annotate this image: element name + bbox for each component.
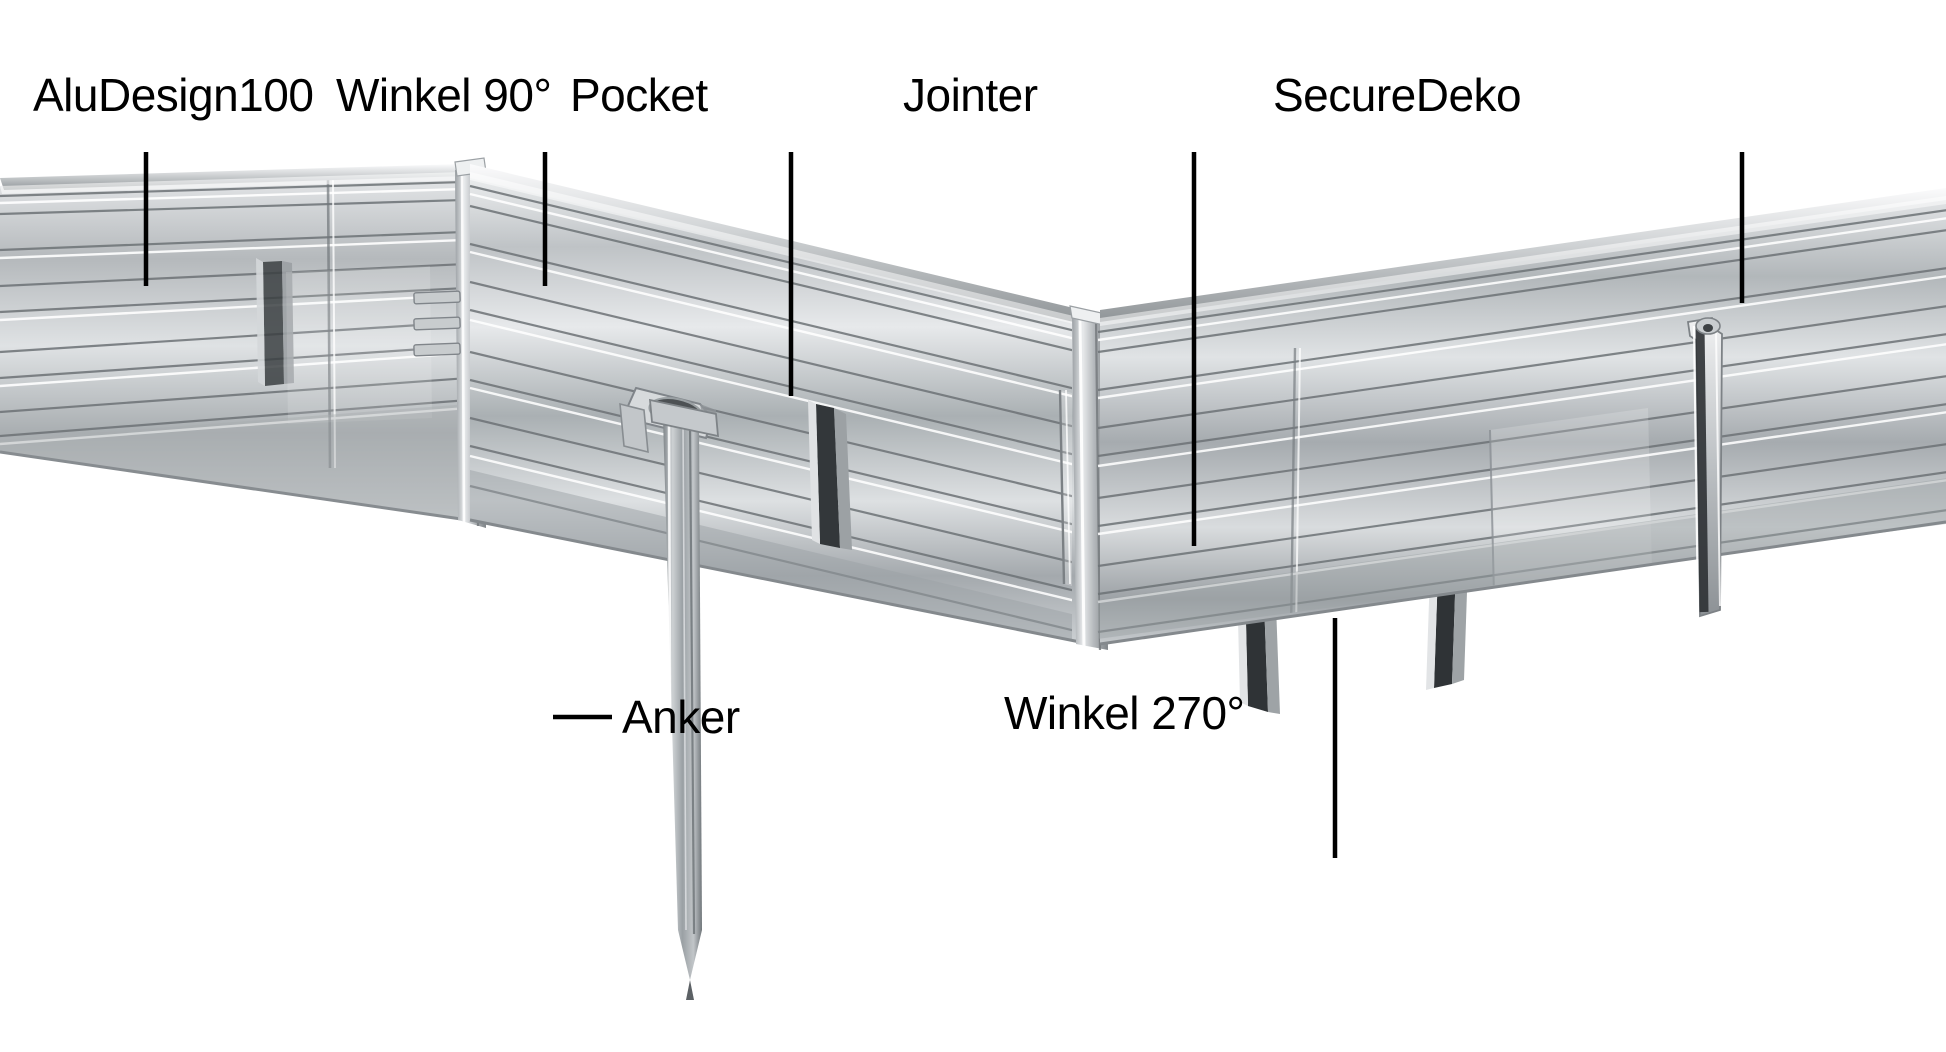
jointer-detail xyxy=(1058,389,1072,618)
callout-label-winkel-90: Winkel 90° xyxy=(336,69,552,121)
securedeko-cap xyxy=(1686,316,1723,618)
callout-label-securedeko: SecureDeko xyxy=(1273,69,1522,121)
profile-left-arm xyxy=(0,164,469,522)
anker-stake xyxy=(648,398,720,1000)
leader-lines xyxy=(143,152,1745,858)
callout-label-anker: Anker xyxy=(622,691,740,743)
profile-right-arm xyxy=(1097,188,1946,646)
callout-label-aludesign100: AluDesign100 xyxy=(33,69,314,121)
callout-label-winkel-270: Winkel 270° xyxy=(1004,687,1245,739)
callout-label-jointer: Jointer xyxy=(903,69,1038,121)
callout-label-pocket: Pocket xyxy=(570,69,708,121)
